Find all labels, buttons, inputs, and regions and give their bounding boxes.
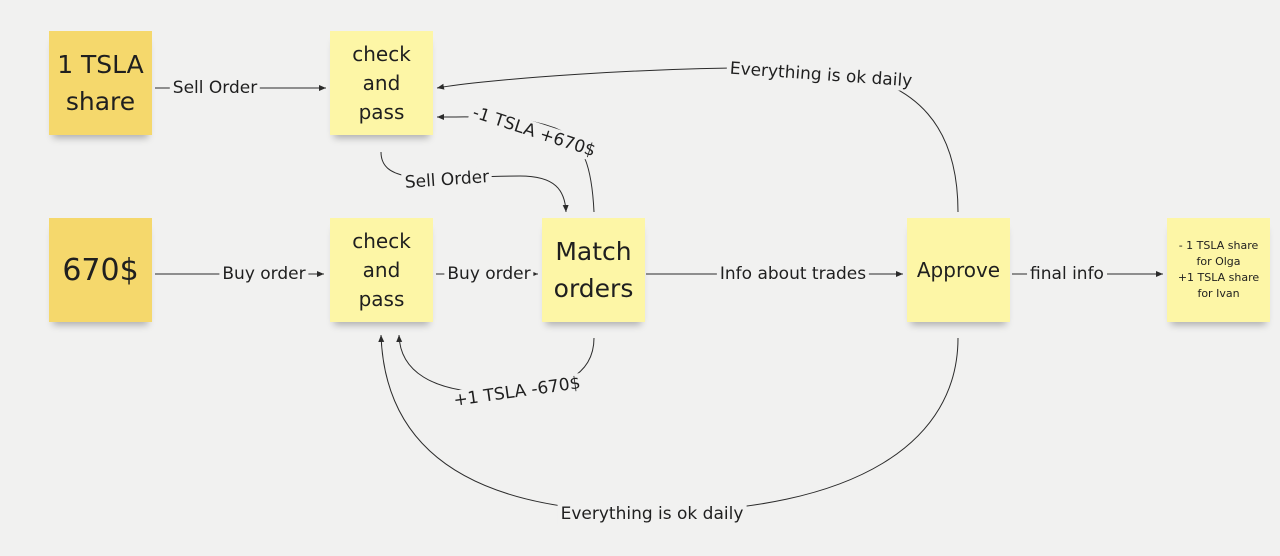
note-approve[interactable]: Approve	[907, 218, 1010, 322]
label-info-trades: Info about trades	[716, 264, 870, 284]
note-670-dollars[interactable]: 670$	[49, 218, 152, 322]
note-tsla-share[interactable]: 1 TSLA share	[49, 31, 152, 135]
note-match-orders[interactable]: Match orders	[542, 218, 645, 322]
label-sell-order-1: Sell Order	[169, 78, 261, 98]
arrow-everything-ok-bottom	[378, 334, 959, 513]
note-check-and-pass-bottom[interactable]: check and pass	[330, 218, 433, 322]
arrow-sell-order-2	[380, 151, 569, 213]
note-check-and-pass-top[interactable]: check and pass	[330, 31, 433, 135]
arrow-everything-ok-top	[436, 67, 959, 213]
label-buy-order-1: Buy order	[219, 264, 309, 284]
label-everything-ok-bottom: Everything is ok daily	[557, 504, 747, 524]
label-final-info: final info	[1027, 264, 1107, 284]
note-final-result[interactable]: - 1 TSLA share for Olga +1 TSLA share fo…	[1167, 218, 1270, 322]
label-buy-order-2: Buy order	[444, 264, 534, 284]
